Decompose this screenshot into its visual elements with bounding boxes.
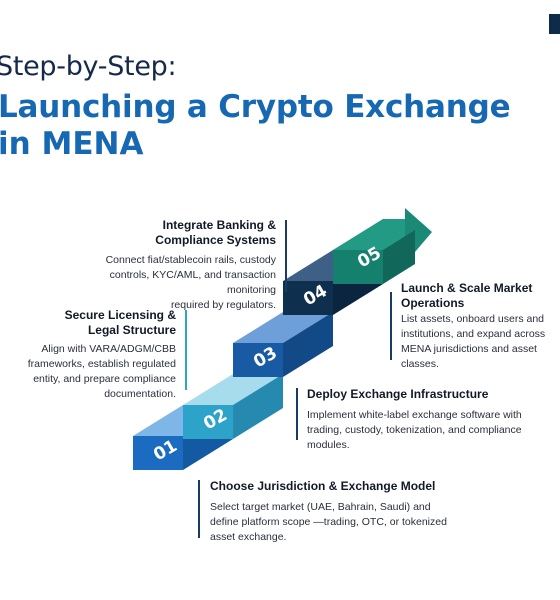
- step-05: [333, 208, 432, 284]
- step-02: [183, 374, 283, 439]
- step-03: [233, 312, 333, 377]
- step-05-desc-line: Connect fiat/stablecoin rails, custody: [105, 254, 276, 266]
- step-02-description: Implement white-label exchange software …: [307, 408, 560, 453]
- step-04-title: Launch & Scale Market Operations: [401, 281, 533, 310]
- step-01-description: Select target market (UAE, Bahrain, Saud…: [210, 500, 510, 545]
- step-04-block: Launch & Scale Market Operations List as…: [401, 281, 560, 372]
- step-01-desc-line: Select target market (UAE, Bahrain, Saud…: [210, 500, 431, 513]
- step-05-desc-line: controls, KYC/AML, and transaction monit…: [109, 269, 276, 296]
- step-03-description: Align with VARA/ADGM/CBB frameworks, est…: [0, 342, 176, 402]
- step-03-title: Secure Licensing & Legal Structure: [64, 308, 176, 337]
- step-05-desc-line: required by regulators.: [170, 299, 276, 311]
- step-05-title: Integrate Banking & Compliance Systems: [155, 218, 276, 247]
- step-05-marker: [285, 220, 287, 292]
- step-04-desc-line: List assets, onboard users and: [401, 313, 545, 325]
- step-01-title: Choose Jurisdiction & Exchange Model: [210, 479, 436, 493]
- step-03-marker: [185, 310, 187, 390]
- step-03-desc-line: entity, and prepare compliance: [33, 373, 176, 385]
- step-02-block: Deploy Exchange Infrastructure Implement…: [307, 387, 560, 453]
- step-03-desc-line: Align with VARA/ADGM/CBB: [41, 343, 176, 355]
- step-01-block: Choose Jurisdiction & Exchange Model Sel…: [210, 479, 510, 545]
- step-05-description: Connect fiat/stablecoin rails, custody c…: [62, 253, 276, 313]
- step-02-marker: [296, 388, 298, 440]
- step-04-desc-line: MENA jurisdictions and asset: [401, 343, 537, 355]
- title-line-1: Step-by-Step:: [0, 51, 177, 82]
- step-04-marker: [390, 292, 392, 360]
- step-02-desc-line: modules.: [307, 438, 350, 451]
- step-02-title: Deploy Exchange Infrastructure: [307, 387, 489, 401]
- step-04-desc-line: classes.: [401, 358, 439, 370]
- step-05-block: Integrate Banking & Compliance Systems C…: [62, 218, 276, 313]
- step-02-desc-line: Implement white-label exchange software …: [307, 408, 522, 421]
- step-03-block: Secure Licensing & Legal Structure Align…: [0, 308, 176, 402]
- step-02-desc-line: trading, custody, tokenization, and comp…: [307, 423, 522, 436]
- title-line-2: Launching a Crypto Exchange: [0, 89, 511, 125]
- title-line-3: in MENA: [0, 126, 144, 162]
- step-04-desc-line: institutions, and expand across: [401, 328, 546, 340]
- brand-logo: [549, 14, 560, 34]
- step-03-desc-line: frameworks, establish regulated: [27, 358, 176, 370]
- step-04-description: List assets, onboard users and instituti…: [401, 312, 560, 372]
- step-03-desc-line: documentation.: [104, 388, 176, 400]
- step-01-desc-line: define platform scope —trading, OTC, or …: [210, 515, 447, 528]
- step-01-marker: [198, 480, 200, 538]
- step-01-desc-line: asset exchange.: [210, 530, 287, 543]
